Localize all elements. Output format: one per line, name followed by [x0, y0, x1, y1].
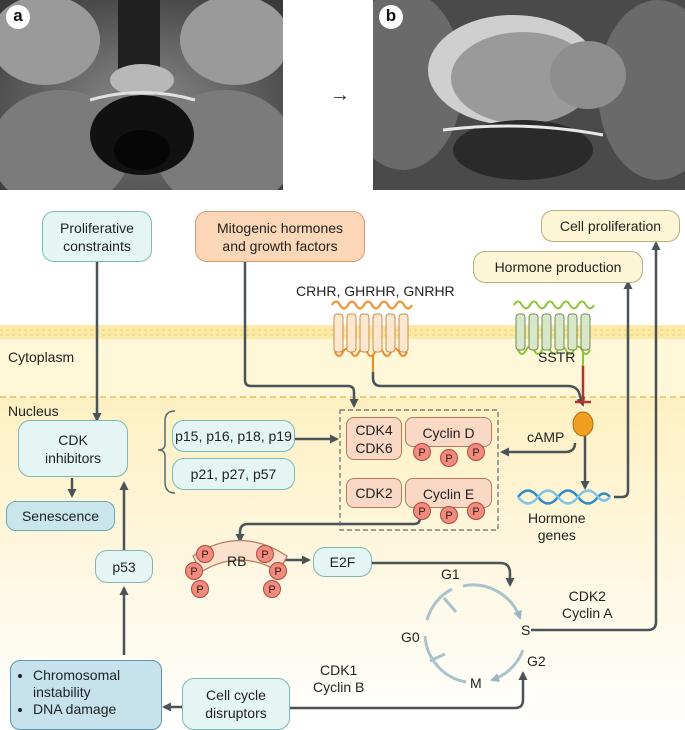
mri-image-b [373, 0, 685, 190]
phase-g0-label: G0 [401, 629, 420, 645]
cell-proliferation-box: Cell proliferation [541, 210, 680, 242]
cdk4-cdk6-box: CDK4 CDK6 [346, 417, 402, 460]
phospho-circle: P [413, 443, 431, 461]
cdk1-cyclin-b-label: CDK1 Cyclin B [313, 662, 365, 695]
cdk-inhibitors-box: CDK inhibitors [18, 420, 128, 477]
phospho-circle: P [185, 562, 203, 580]
cdk2-cyclin-a-label: CDK2 Cyclin A [562, 588, 613, 621]
rb-label: RB [227, 553, 247, 569]
cell-cycle-disruptors-box: Cell cycle disruptors [182, 678, 290, 730]
phospho-circle: P [467, 443, 485, 461]
cytoplasm-label: Cytoplasm [8, 349, 75, 365]
cyclin-d-box: Cyclin D [405, 417, 492, 447]
phase-m-label: M [470, 675, 482, 691]
cdk-complex-frame [339, 409, 499, 531]
e2f-box: E2F [313, 547, 372, 577]
chromosomal-instability-item: Chromosomal instability [33, 667, 155, 701]
dna-helix [517, 489, 611, 505]
hormone-production-box: Hormone production [473, 251, 643, 283]
phospho-circle: P [196, 545, 214, 563]
sstr-label: SSTR [538, 349, 576, 365]
inhibitor-group-cip-kip-box: p21, p27, p57 [172, 458, 295, 490]
mri-image-a [0, 0, 283, 190]
phospho-circle: P [191, 580, 209, 598]
proliferative-constraints-box: Proliferative constraints [42, 211, 152, 262]
camp-label: cAMP [527, 429, 565, 445]
phospho-circle: P [269, 562, 287, 580]
phospho-circle: P [256, 545, 274, 563]
panel-transition-arrow: → [330, 84, 350, 106]
receptors-label: CRHR, GHRHR, GNRHR [296, 283, 455, 299]
genomic-stress-box: Chromosomal instability DNA damage [10, 660, 162, 730]
p53-box: p53 [95, 550, 153, 583]
camp-dot [572, 411, 594, 437]
nucleus-label: Nucleus [8, 403, 59, 419]
phospho-circle: P [467, 502, 485, 520]
phase-s-label: S [521, 622, 531, 638]
phospho-circle: P [413, 502, 431, 520]
panel-label-b: b [379, 5, 403, 29]
panel-label-a: a [6, 5, 30, 29]
phospho-circle: P [263, 580, 281, 598]
senescence-box: Senescence [6, 501, 115, 531]
inhibitor-group-ink4-box: p15, p16, p18, p19 [172, 420, 295, 452]
mri-panel-a: a [0, 0, 283, 190]
cdk2-box: CDK2 [346, 478, 402, 508]
cell-cycle-circle [423, 583, 525, 684]
dna-damage-item: DNA damage [33, 701, 155, 718]
phospho-circle: P [440, 449, 458, 467]
hormone-genes-label: Hormone genes [528, 510, 586, 543]
phospho-circle: P [440, 506, 458, 524]
phase-g2-label: G2 [527, 653, 546, 669]
mri-panel-b: b [373, 0, 685, 190]
mitogenic-hormones-box: Mitogenic hormones and growth factors [195, 211, 365, 262]
phase-g1-label: G1 [441, 566, 460, 582]
